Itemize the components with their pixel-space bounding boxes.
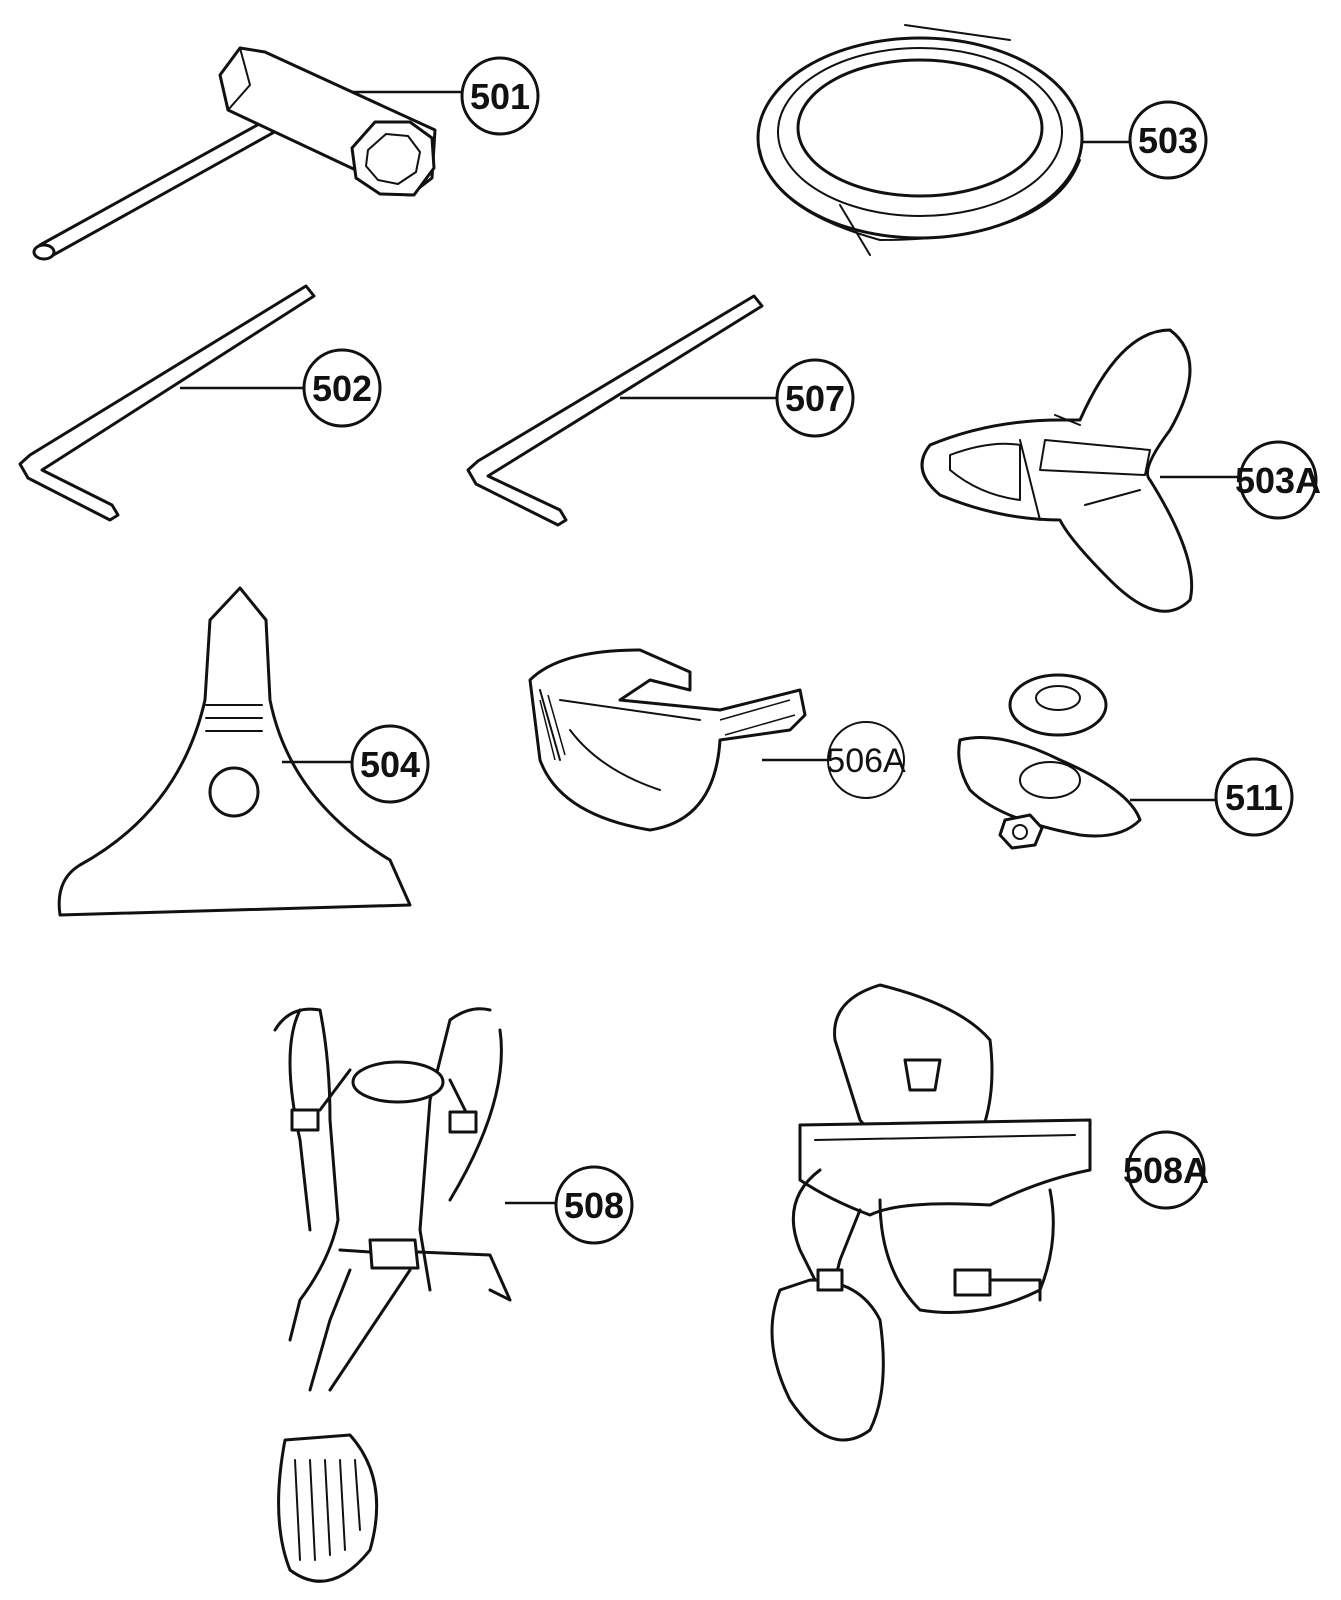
- hex-key-small-drawing: [18, 284, 316, 522]
- callout-bubble-503A: [1238, 440, 1318, 520]
- callout-bubble-504: [350, 724, 430, 804]
- callout-label-507: 507: [785, 378, 845, 419]
- callout-label-511: 511: [1225, 777, 1283, 818]
- callout-label-503A: 503A: [1235, 460, 1321, 501]
- hex-key-large-drawing: [466, 294, 764, 527]
- callout-bubble-503: [1128, 100, 1208, 180]
- callout-bubble-502: [302, 348, 382, 428]
- callout-label-503: 503: [1138, 120, 1198, 161]
- callout-bubble-507: [775, 358, 855, 438]
- spark-plug-wrench-drawing: [32, 46, 437, 261]
- callout-bubble-506A: [827, 721, 905, 799]
- callout-label-501: 501: [470, 76, 530, 117]
- deluxe-harness-drawing: [770, 983, 1092, 1442]
- safety-glasses-drawing: [528, 648, 807, 832]
- callout-bubble-508: [554, 1165, 634, 1245]
- callout-label-506A: 506A: [826, 742, 906, 780]
- callout-bubble-501: [460, 56, 540, 136]
- three-tooth-blade-drawing: [57, 586, 412, 917]
- callout-label-504: 504: [360, 744, 420, 785]
- blade-guard-ring-drawing: [756, 24, 1084, 256]
- callout-bubble-508A: [1126, 1130, 1206, 1210]
- callout-bubble-511: [1214, 757, 1294, 837]
- double-shoulder-harness-drawing: [273, 1007, 512, 1583]
- blade-cup-drawing: [957, 673, 1142, 850]
- callout-label-508A: 508A: [1123, 1150, 1209, 1191]
- callout-label-508: 508: [564, 1185, 624, 1226]
- hip-pad-drawing: [920, 328, 1194, 613]
- callout-label-502: 502: [312, 368, 372, 409]
